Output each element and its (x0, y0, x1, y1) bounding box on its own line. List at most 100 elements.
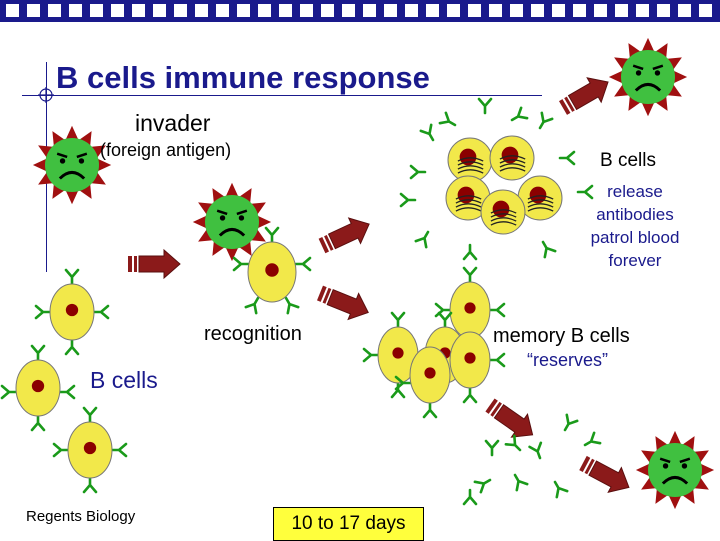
header-square (657, 4, 670, 17)
antibody-icon (30, 414, 46, 432)
plasma-cell-icon (480, 189, 526, 235)
antibody-icon (488, 352, 506, 368)
b-cells-label: B cells (90, 367, 158, 393)
antibody-icon (419, 123, 440, 145)
antibody-icon (362, 347, 380, 363)
antibody-icon (462, 243, 478, 261)
antibody-icon (536, 237, 557, 259)
plasma-cell-icon (489, 135, 535, 181)
antibody-icon (438, 111, 460, 132)
foreign-antigen-label: (foreign antigen) (100, 140, 232, 160)
antibody-icon (477, 97, 493, 115)
antibody-icon (264, 226, 280, 244)
antibody-icon (30, 344, 46, 362)
b-cell-icon (449, 331, 506, 404)
plasma-cell-icon (447, 137, 493, 183)
header-square (489, 4, 502, 17)
antibody-icon (508, 470, 529, 492)
header-square (636, 4, 649, 17)
antibody-icon (507, 106, 529, 127)
release-line: forever (608, 251, 662, 270)
antibody-icon (462, 266, 478, 284)
plasma-cell-icon (445, 175, 491, 221)
header-square (510, 4, 523, 17)
antibody-icon (533, 111, 554, 133)
b-cell-icon (362, 311, 419, 399)
page-title: B cells immune response (56, 60, 430, 95)
memory-b-cells-label: memory B cells (493, 325, 630, 347)
header-square (279, 4, 292, 17)
antibody-icon (82, 406, 98, 424)
release-line: antibodies (596, 205, 674, 224)
recognition-label: recognition (204, 323, 302, 345)
antibody-icon (92, 304, 110, 320)
header-square (6, 4, 19, 17)
arrow-icon (314, 279, 374, 326)
header-square (69, 4, 82, 17)
antibody-icon (580, 431, 602, 452)
antibody-icon (462, 488, 478, 506)
reserves-label: “reserves” (527, 350, 609, 370)
header-square (111, 4, 124, 17)
invader-germ-icon (608, 37, 688, 117)
antibody-icon (232, 256, 250, 272)
header-square (174, 4, 187, 17)
invader-germ-icon (192, 182, 272, 262)
header-square (405, 4, 418, 17)
header-square (447, 4, 460, 17)
header-square (321, 4, 334, 17)
header-square (153, 4, 166, 17)
invader-germ-icon (635, 430, 715, 510)
release-line: release (607, 182, 663, 201)
b-cell-icon (52, 406, 128, 494)
antibody-icon (473, 473, 495, 494)
header-square (90, 4, 103, 17)
antibody-icon (52, 442, 70, 458)
antibody-icon (504, 434, 526, 456)
antibody-icon (58, 384, 76, 400)
header-square (678, 4, 691, 17)
antibody-icon (34, 304, 52, 320)
header-square (594, 4, 607, 17)
antibody-icon (82, 476, 98, 494)
antibody-icon (558, 150, 576, 166)
header-square (48, 4, 61, 17)
header-bar (0, 0, 720, 22)
antibody-icon (414, 227, 435, 249)
plasma-b-cells-label: B cells (600, 150, 656, 171)
antibody-icon (484, 439, 500, 457)
antibody-icon (0, 384, 18, 400)
header-square (426, 4, 439, 17)
antibody-icon (64, 338, 80, 356)
plasma-cell-icon (517, 175, 563, 221)
antibody-icon (390, 311, 406, 329)
b-cell-icon (232, 226, 312, 315)
arrow-icon (315, 210, 376, 260)
antibody-icon (488, 302, 506, 318)
header-square (363, 4, 376, 17)
header-square (531, 4, 544, 17)
antibody-icon (294, 256, 312, 272)
antibody-icon (64, 268, 80, 286)
antibody-icon (434, 302, 452, 318)
header-square (132, 4, 145, 17)
header-square (342, 4, 355, 17)
invader-label: invader (135, 110, 211, 136)
header-square (552, 4, 565, 17)
header-square (573, 4, 586, 17)
antibody-icon (462, 386, 478, 404)
antibody-icon (558, 413, 579, 435)
arrow-icon (127, 249, 181, 279)
arrow-icon (481, 393, 542, 447)
header-square (237, 4, 250, 17)
invader-germ-icon (32, 125, 112, 205)
header-square (384, 4, 397, 17)
antibody-icon (409, 164, 427, 180)
release-antibodies-text: release antibodies patrol blood forever (575, 180, 695, 272)
release-line: patrol blood (590, 228, 680, 247)
header-square (195, 4, 208, 17)
time-span-label: 10 to 17 days (291, 513, 406, 534)
b-cell-icon (0, 344, 76, 432)
header-square (300, 4, 313, 17)
